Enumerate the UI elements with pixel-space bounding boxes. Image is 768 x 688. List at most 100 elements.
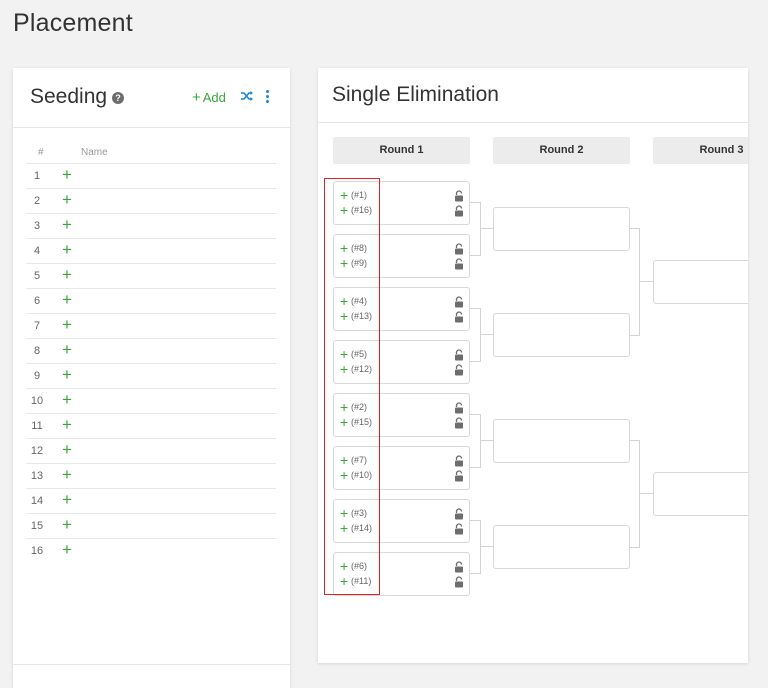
add-participant-icon[interactable]: + <box>340 452 349 468</box>
round-2-match[interactable] <box>493 207 630 251</box>
add-participant-icon[interactable]: + <box>62 165 72 184</box>
add-participant-icon[interactable]: + <box>340 240 349 256</box>
round-1-match: +(#5)+(#12) <box>333 340 470 384</box>
add-participant-icon[interactable]: + <box>62 390 72 409</box>
add-participant-icon[interactable]: + <box>340 255 349 271</box>
seeding-header: Seeding ? +Add <box>13 68 290 128</box>
seed-label: (#15) <box>351 417 373 427</box>
seed-number: 6 <box>33 295 41 307</box>
seed-label: (#11) <box>351 576 372 586</box>
seed-row: 7+ <box>26 313 276 338</box>
round-3-match[interactable] <box>653 472 748 516</box>
unlock-icon[interactable] <box>454 242 464 255</box>
seed-row: 6+ <box>26 288 276 313</box>
unlock-icon[interactable] <box>454 189 464 202</box>
seed-label: (#10) <box>351 470 373 480</box>
add-participant-icon[interactable]: + <box>62 240 72 259</box>
bracket-connector <box>481 440 493 441</box>
round-2-match[interactable] <box>493 419 630 463</box>
seed-row: 4+ <box>26 238 276 263</box>
add-participant-icon[interactable]: + <box>62 365 72 384</box>
bracket-connector <box>481 546 493 547</box>
add-participant-icon[interactable]: + <box>340 520 349 536</box>
round-2-header: Round 2 <box>493 137 630 164</box>
unlock-icon[interactable] <box>454 295 464 308</box>
bracket-connector <box>470 520 481 574</box>
seed-label: (#4) <box>351 296 368 306</box>
seed-number: 4 <box>33 245 41 257</box>
unlock-icon[interactable] <box>454 401 464 414</box>
add-participant-icon[interactable]: + <box>62 315 72 334</box>
add-participant-icon[interactable]: + <box>340 467 349 483</box>
unlock-icon[interactable] <box>454 560 464 573</box>
unlock-icon[interactable] <box>454 257 464 270</box>
seed-label: (#5) <box>351 349 368 359</box>
add-participant-icon[interactable]: + <box>62 190 72 209</box>
add-participant-icon[interactable]: + <box>340 573 349 589</box>
bracket-connector <box>640 493 653 494</box>
add-participant-icon[interactable]: + <box>340 414 349 430</box>
seed-row: 8+ <box>26 338 276 363</box>
round-1-match: +(#4)+(#13) <box>333 287 470 331</box>
seed-row: 15+ <box>26 513 276 538</box>
seed-number: 7 <box>33 320 41 332</box>
seed-label: (#3) <box>351 508 368 518</box>
unlock-icon[interactable] <box>454 204 464 217</box>
add-participant-icon[interactable]: + <box>340 308 349 324</box>
unlock-icon[interactable] <box>454 363 464 376</box>
seed-label: (#8) <box>351 243 368 253</box>
add-participant-icon[interactable]: + <box>340 293 349 309</box>
add-participant-icon[interactable]: + <box>62 290 72 309</box>
add-participant-icon[interactable]: + <box>340 187 349 203</box>
column-header-name: Name <box>81 147 108 158</box>
add-participant-icon[interactable]: + <box>340 346 349 362</box>
bracket-connector <box>640 281 653 282</box>
round-3-match[interactable] <box>653 260 748 304</box>
bracket-connector <box>470 202 481 256</box>
seed-row: 5+ <box>26 263 276 288</box>
seed-label: (#13) <box>351 311 373 321</box>
unlock-icon[interactable] <box>454 310 464 323</box>
match-slot: +(#10) <box>340 467 464 485</box>
match-slot: +(#9) <box>340 255 464 273</box>
add-participant-icon[interactable]: + <box>340 361 349 377</box>
bracket-connector <box>470 308 481 362</box>
seed-row: 2+ <box>26 188 276 213</box>
unlock-icon[interactable] <box>454 348 464 361</box>
add-participant-icon[interactable]: + <box>62 340 72 359</box>
unlock-icon[interactable] <box>454 507 464 520</box>
add-participant-icon[interactable]: + <box>62 265 72 284</box>
seed-label: (#12) <box>351 364 373 374</box>
unlock-icon[interactable] <box>454 575 464 588</box>
add-participant-icon[interactable]: + <box>62 515 72 534</box>
add-participant-icon[interactable]: + <box>62 440 72 459</box>
seed-number: 8 <box>33 345 41 357</box>
add-button[interactable]: +Add <box>192 89 226 106</box>
add-participant-icon[interactable]: + <box>340 399 349 415</box>
seed-row: 10+ <box>26 388 276 413</box>
unlock-icon[interactable] <box>454 416 464 429</box>
unlock-icon[interactable] <box>454 522 464 535</box>
add-participant-icon[interactable]: + <box>340 558 349 574</box>
add-participant-icon[interactable]: + <box>62 415 72 434</box>
round-2-match[interactable] <box>493 525 630 569</box>
add-participant-icon[interactable]: + <box>62 490 72 509</box>
seed-list: 1+2+3+4+5+6+7+8+9+10+11+12+13+14+15+16+ <box>26 163 276 563</box>
unlock-icon[interactable] <box>454 454 464 467</box>
help-icon[interactable]: ? <box>112 92 124 104</box>
unlock-icon[interactable] <box>454 469 464 482</box>
seed-label: (#6) <box>351 561 368 571</box>
add-participant-icon[interactable]: + <box>62 215 72 234</box>
round-2-match[interactable] <box>493 313 630 357</box>
add-participant-icon[interactable]: + <box>62 465 72 484</box>
seed-number: 13 <box>30 470 44 482</box>
add-participant-icon[interactable]: + <box>340 505 349 521</box>
round-1-match: +(#8) +(#9) <box>333 234 470 278</box>
match-slot: +(#2) <box>340 399 464 417</box>
add-participant-icon[interactable]: + <box>62 540 72 559</box>
shuffle-icon[interactable] <box>240 89 254 103</box>
more-options-icon[interactable] <box>263 89 271 103</box>
add-participant-icon[interactable]: + <box>340 202 349 218</box>
seed-row: 3+ <box>26 213 276 238</box>
round-3-header: Round 3 <box>653 137 748 164</box>
